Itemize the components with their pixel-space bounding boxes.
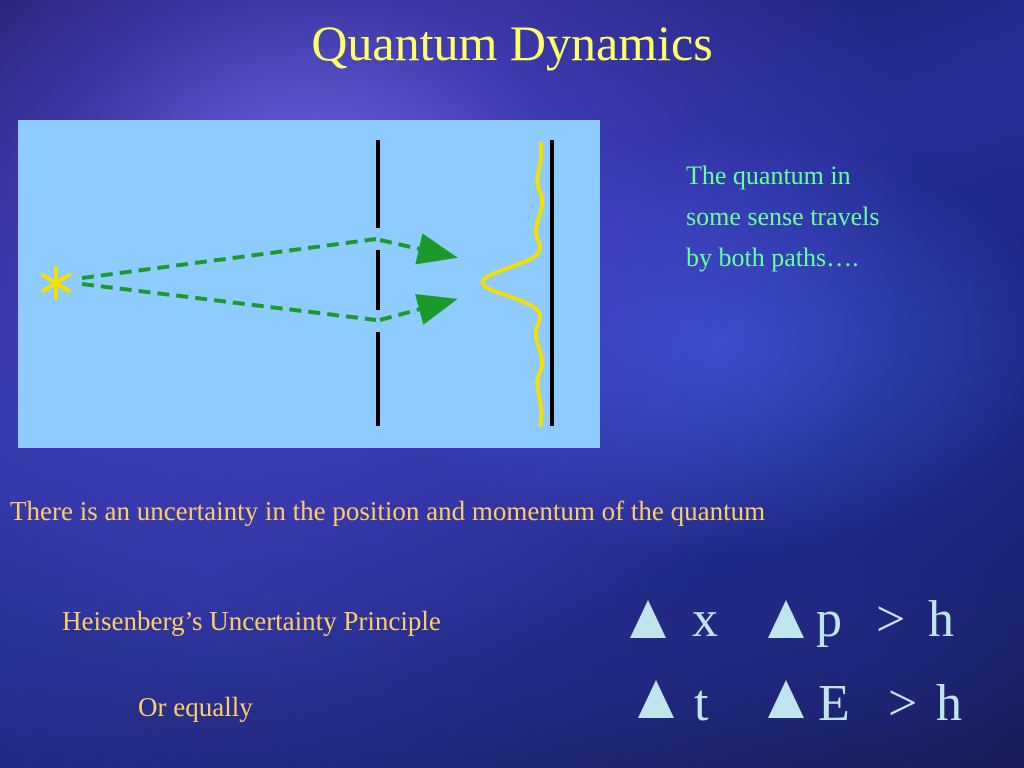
equation-var-e: E xyxy=(818,675,850,732)
delta-triangle-icon xyxy=(768,680,804,718)
path-description: The quantum in some sense travels by bot… xyxy=(686,155,986,278)
equation-relation: > xyxy=(888,675,918,732)
equation-var-x: x xyxy=(692,591,718,648)
description-line: by both paths…. xyxy=(686,243,859,272)
asterisk-source-icon xyxy=(41,266,71,300)
delta-triangle-icon xyxy=(768,600,804,638)
equation-rhs-h: h xyxy=(936,675,962,732)
delta-triangle-icon xyxy=(630,600,666,638)
equation-relation: > xyxy=(876,591,906,648)
delta-triangle-icon xyxy=(638,680,674,718)
upper-path xyxy=(81,237,377,280)
principle-label: Heisenberg’s Uncertainty Principle xyxy=(62,606,441,636)
description-line: some sense travels xyxy=(686,202,880,231)
equation-rhs-h: h xyxy=(928,591,954,648)
upper-path-arrow xyxy=(379,233,458,265)
lower-path xyxy=(81,282,377,322)
double-slit-svg xyxy=(41,140,554,427)
equation-var-p: p xyxy=(816,591,842,648)
interference-wave xyxy=(480,141,544,427)
double-slit-diagram xyxy=(18,120,600,448)
lower-path-arrow xyxy=(379,293,458,325)
or-equally-label: Or equally xyxy=(138,692,253,722)
uncertainty-statement: There is an uncertainty in the position … xyxy=(10,496,766,526)
slide-title: Quantum Dynamics xyxy=(311,15,713,71)
equation-var-t: t xyxy=(694,675,709,732)
description-line: The quantum in xyxy=(686,161,851,190)
